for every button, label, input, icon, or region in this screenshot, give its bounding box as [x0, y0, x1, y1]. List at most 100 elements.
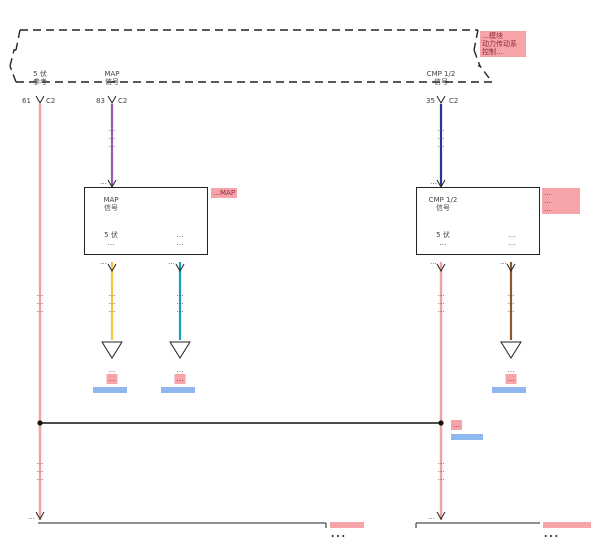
ecm-left-line2: 参考 [33, 78, 47, 86]
ecm-label-line-1: …模块 [482, 32, 503, 40]
bottom-pin-left: … [28, 513, 35, 521]
map-left-line2: … [107, 239, 115, 247]
wire-left-bottom-color: … [36, 474, 44, 482]
bottom-tag-left: … [330, 522, 364, 541]
wire-map2-color: … [176, 306, 184, 314]
splice-code: … [451, 420, 462, 430]
ground-3-link[interactable] [492, 387, 526, 393]
ground-3-text: … [507, 366, 515, 374]
ground-3-code: … [505, 374, 517, 384]
cmp-left-terminal: 5 伏 … [436, 231, 450, 247]
ecm-label: …模块 动力传动系 控制… [480, 31, 526, 57]
map-title-line1: MAP [103, 196, 119, 204]
ecm-left-line1: 5 伏 [33, 70, 47, 78]
ecm-mid-line1: MAP [104, 70, 120, 78]
ground-2-code: … [174, 374, 186, 384]
wiring-diagram: …模块 动力传动系 控制… 5 伏 参考 61 C2 MAP 信号 83 C2 … [9, 29, 591, 541]
cmp-left-line2: … [439, 239, 447, 247]
ecm-right-line1: CMP 1/2 [426, 70, 456, 78]
ground-triangle-2 [169, 341, 191, 359]
ecm-label-line-2: 动力传动系 [482, 40, 517, 48]
splice-link[interactable] [451, 434, 483, 440]
wire-layer [9, 29, 540, 528]
map-right-line2: … [176, 239, 184, 247]
ecm-mid-conn-label: MAP 信号 [104, 70, 119, 86]
cmp-tag-line2: … [544, 197, 551, 205]
wire-right-top-id: … [437, 125, 445, 133]
ecm-mid-pin: 83 [96, 97, 105, 105]
ground-3-label: … … [505, 366, 517, 384]
wire-label-left-top: … … … [37, 290, 44, 314]
cmp-right-line2: … [508, 239, 516, 247]
wire-mid-top-gauge: … [108, 133, 116, 141]
wire-map2-id: … [176, 290, 184, 298]
ecm-mid-line2: 信号 [105, 78, 119, 86]
ecm-right-pin: 35 [426, 97, 435, 105]
wire-cmp1-id: … [437, 290, 445, 298]
conn-mark-cmp2 [506, 263, 516, 273]
wire-left-bottom-gauge: … [36, 466, 44, 474]
conn-mark-left [35, 95, 45, 105]
ecm-left-conn: C2 [46, 97, 56, 105]
map-left-line1: 5 伏 [104, 231, 118, 239]
wire-label-right-top: … … … [438, 125, 445, 149]
conn-mark-mid [107, 95, 117, 105]
conn-mark-right [436, 95, 446, 105]
map-right-terminal: … … [177, 231, 184, 247]
ground-1-label: … … [106, 366, 118, 384]
wire-label-map2: … … … [177, 290, 184, 314]
map-sensor-title: MAP 信号 [103, 196, 118, 212]
wire-mid-top-color: … [108, 141, 116, 149]
ground-2-label: … … [174, 366, 186, 384]
ecm-right-conn: C2 [449, 97, 459, 105]
wire-right-bottom-color: … [437, 474, 445, 482]
wire-right-top-gauge: … [437, 133, 445, 141]
cmp-right-terminal: … … [509, 231, 516, 247]
wire-cmp2-id: … [507, 290, 515, 298]
conn-mark-bottom-left [35, 511, 45, 521]
ground-1-text: … [108, 366, 116, 374]
wire-map1-gauge: … [108, 298, 116, 306]
cmp-title-line1: CMP 1/2 [428, 196, 458, 204]
wire-label-cmp1: … … … [438, 290, 445, 314]
wire-label-cmp2: … … … [508, 290, 515, 314]
conn-mark-bottom-right [436, 511, 446, 521]
wire-cmp1-gauge: … [437, 298, 445, 306]
map-top-pin: … [100, 178, 107, 186]
wire-right-bottom-gauge: … [437, 466, 445, 474]
wire-right-top-color: … [437, 141, 445, 149]
wire-label-right-bottom: … … … [438, 458, 445, 482]
wire-cmp2-gauge: … [507, 298, 515, 306]
cmp-sensor-title: CMP 1/2 信号 [429, 196, 458, 212]
ecm-left-conn-label: 5 伏 参考 [33, 70, 47, 86]
ecm-label-line-3: 控制… [482, 48, 503, 56]
cmp-right-line1: … [508, 231, 516, 239]
bottom-pin-right: … [428, 513, 435, 521]
cmp-sensor-tag: … … … [542, 188, 580, 214]
wire-label-map1: … … … [109, 290, 116, 314]
ground-1-link[interactable] [93, 387, 127, 393]
wire-left-top-color: … [36, 306, 44, 314]
wire-map1-id: … [108, 290, 116, 298]
cmp-pin1: … [430, 258, 437, 266]
wire-map2-gauge: … [176, 298, 184, 306]
wire-label-left-bottom: … … … [37, 458, 44, 482]
ground-2-text: … [176, 366, 184, 374]
cmp-title-line2: 信号 [435, 204, 450, 212]
ecm-right-conn-label: CMP 1/2 信号 [427, 70, 456, 86]
map-title-line2: 信号 [104, 204, 118, 212]
wire-cmp1-color: … [437, 306, 445, 314]
conn-mark-map1 [107, 263, 117, 273]
map-pin2: … [168, 258, 175, 266]
ground-1-code: … [106, 374, 118, 384]
ground-2-link[interactable] [161, 387, 195, 393]
splice-left [37, 420, 43, 426]
ground-triangle-3 [500, 341, 522, 359]
ecm-right-line2: 信号 [433, 78, 448, 86]
wire-cmp2-color: … [507, 306, 515, 314]
bottom-tag-right: … [543, 522, 591, 541]
cmp-top-pin: … [430, 178, 437, 186]
wire-mid-top-id: … [108, 125, 116, 133]
wire-left-bottom-id: … [36, 458, 44, 466]
cmp-tag-line1: … [544, 189, 551, 197]
